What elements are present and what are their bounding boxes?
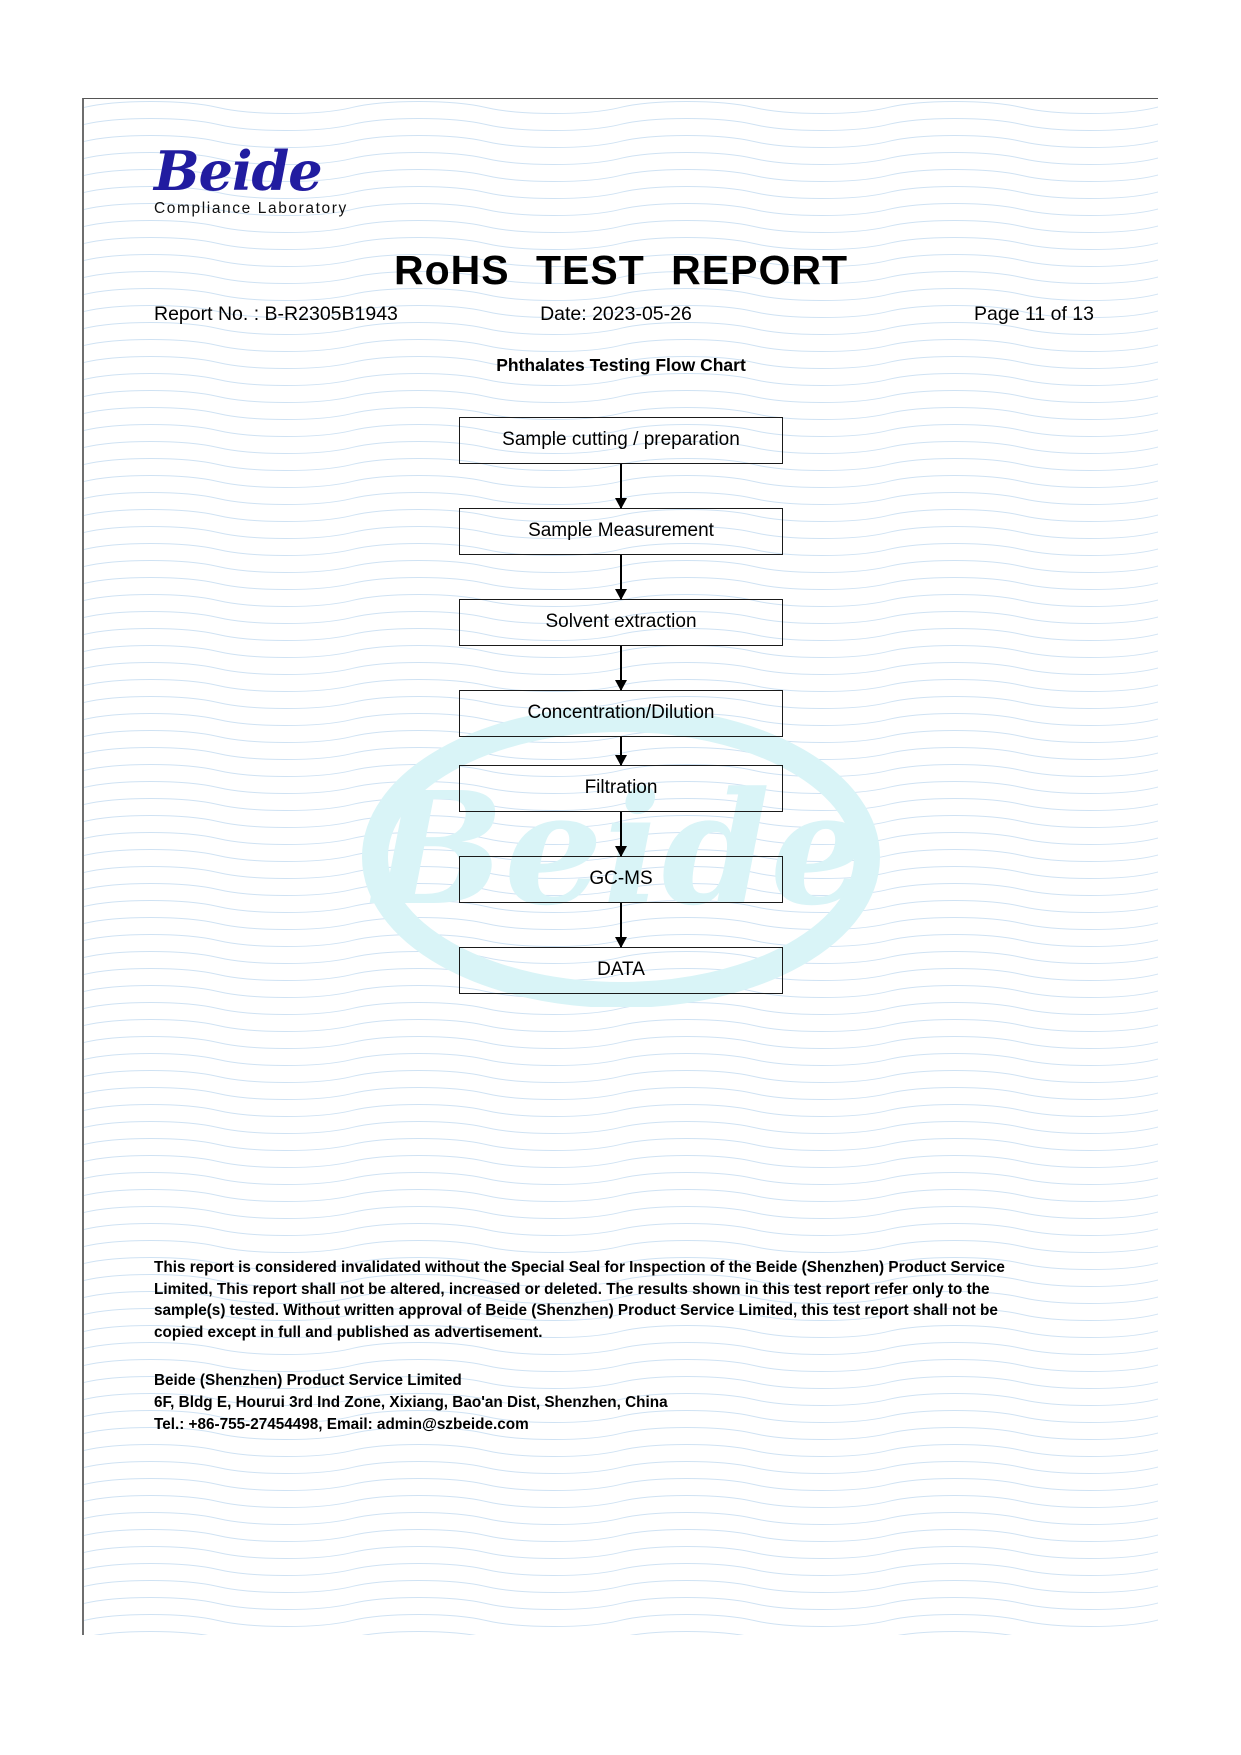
logo-subtitle: Compliance Laboratory: [154, 200, 348, 217]
flow-arrow-down-icon: [613, 902, 629, 948]
flow-step-sample-measurement: Sample Measurement: [459, 507, 783, 555]
report-meta-row: Report No. : B-R2305B1943 Date: 2023-05-…: [154, 303, 1094, 326]
page-footer: This report is considered invalidated wi…: [154, 1257, 1048, 1436]
flow-arrow-down-icon: [613, 645, 629, 691]
company-logo: Beide Compliance Laboratory: [154, 144, 404, 218]
footer-company-name: Beide (Shenzhen) Product Service Limited: [154, 1371, 462, 1389]
document-page: Beide Beide Compliance Laboratory RoHS T…: [82, 98, 1158, 1635]
flow-step-concentration-dilution: Concentration/Dilution: [459, 689, 783, 737]
flow-step-gc-ms: GC-MS: [459, 855, 783, 903]
flow-arrow-down-icon: [613, 811, 629, 857]
footer-address: 6F, Bldg E, Hourui 3rd Ind Zone, Xixiang…: [154, 1394, 668, 1412]
disclaimer-text: This report is considered invalidated wi…: [154, 1259, 1005, 1342]
company-address-block: Beide (Shenzhen) Product Service Limited…: [154, 1370, 1048, 1437]
flow-step-solvent-extraction: Solvent extraction: [459, 598, 783, 646]
flow-arrow-down-icon: [613, 736, 629, 766]
flow-step-filtration: Filtration: [459, 764, 783, 812]
footer-contact: Tel.: +86-755-27454498, Email: admin@szb…: [154, 1416, 529, 1434]
page-number: Page 11 of 13: [974, 303, 1094, 325]
flow-arrow-down-icon: [613, 463, 629, 509]
flow-step-sample-cutting: Sample cutting / preparation: [459, 417, 783, 464]
page-title: RoHS TEST REPORT: [393, 247, 849, 293]
report-number: Report No. : B-R2305B1943: [154, 303, 398, 325]
phthalates-flow-chart: Sample cutting / preparation Sample Meas…: [459, 417, 783, 994]
flow-arrow-down-icon: [613, 554, 629, 600]
section-title: Phthalates Testing Flow Chart: [496, 355, 746, 375]
logo-wordmark: Beide: [154, 139, 323, 203]
report-date: Date: 2023-05-26: [540, 303, 692, 325]
flow-step-data: DATA: [459, 946, 783, 994]
